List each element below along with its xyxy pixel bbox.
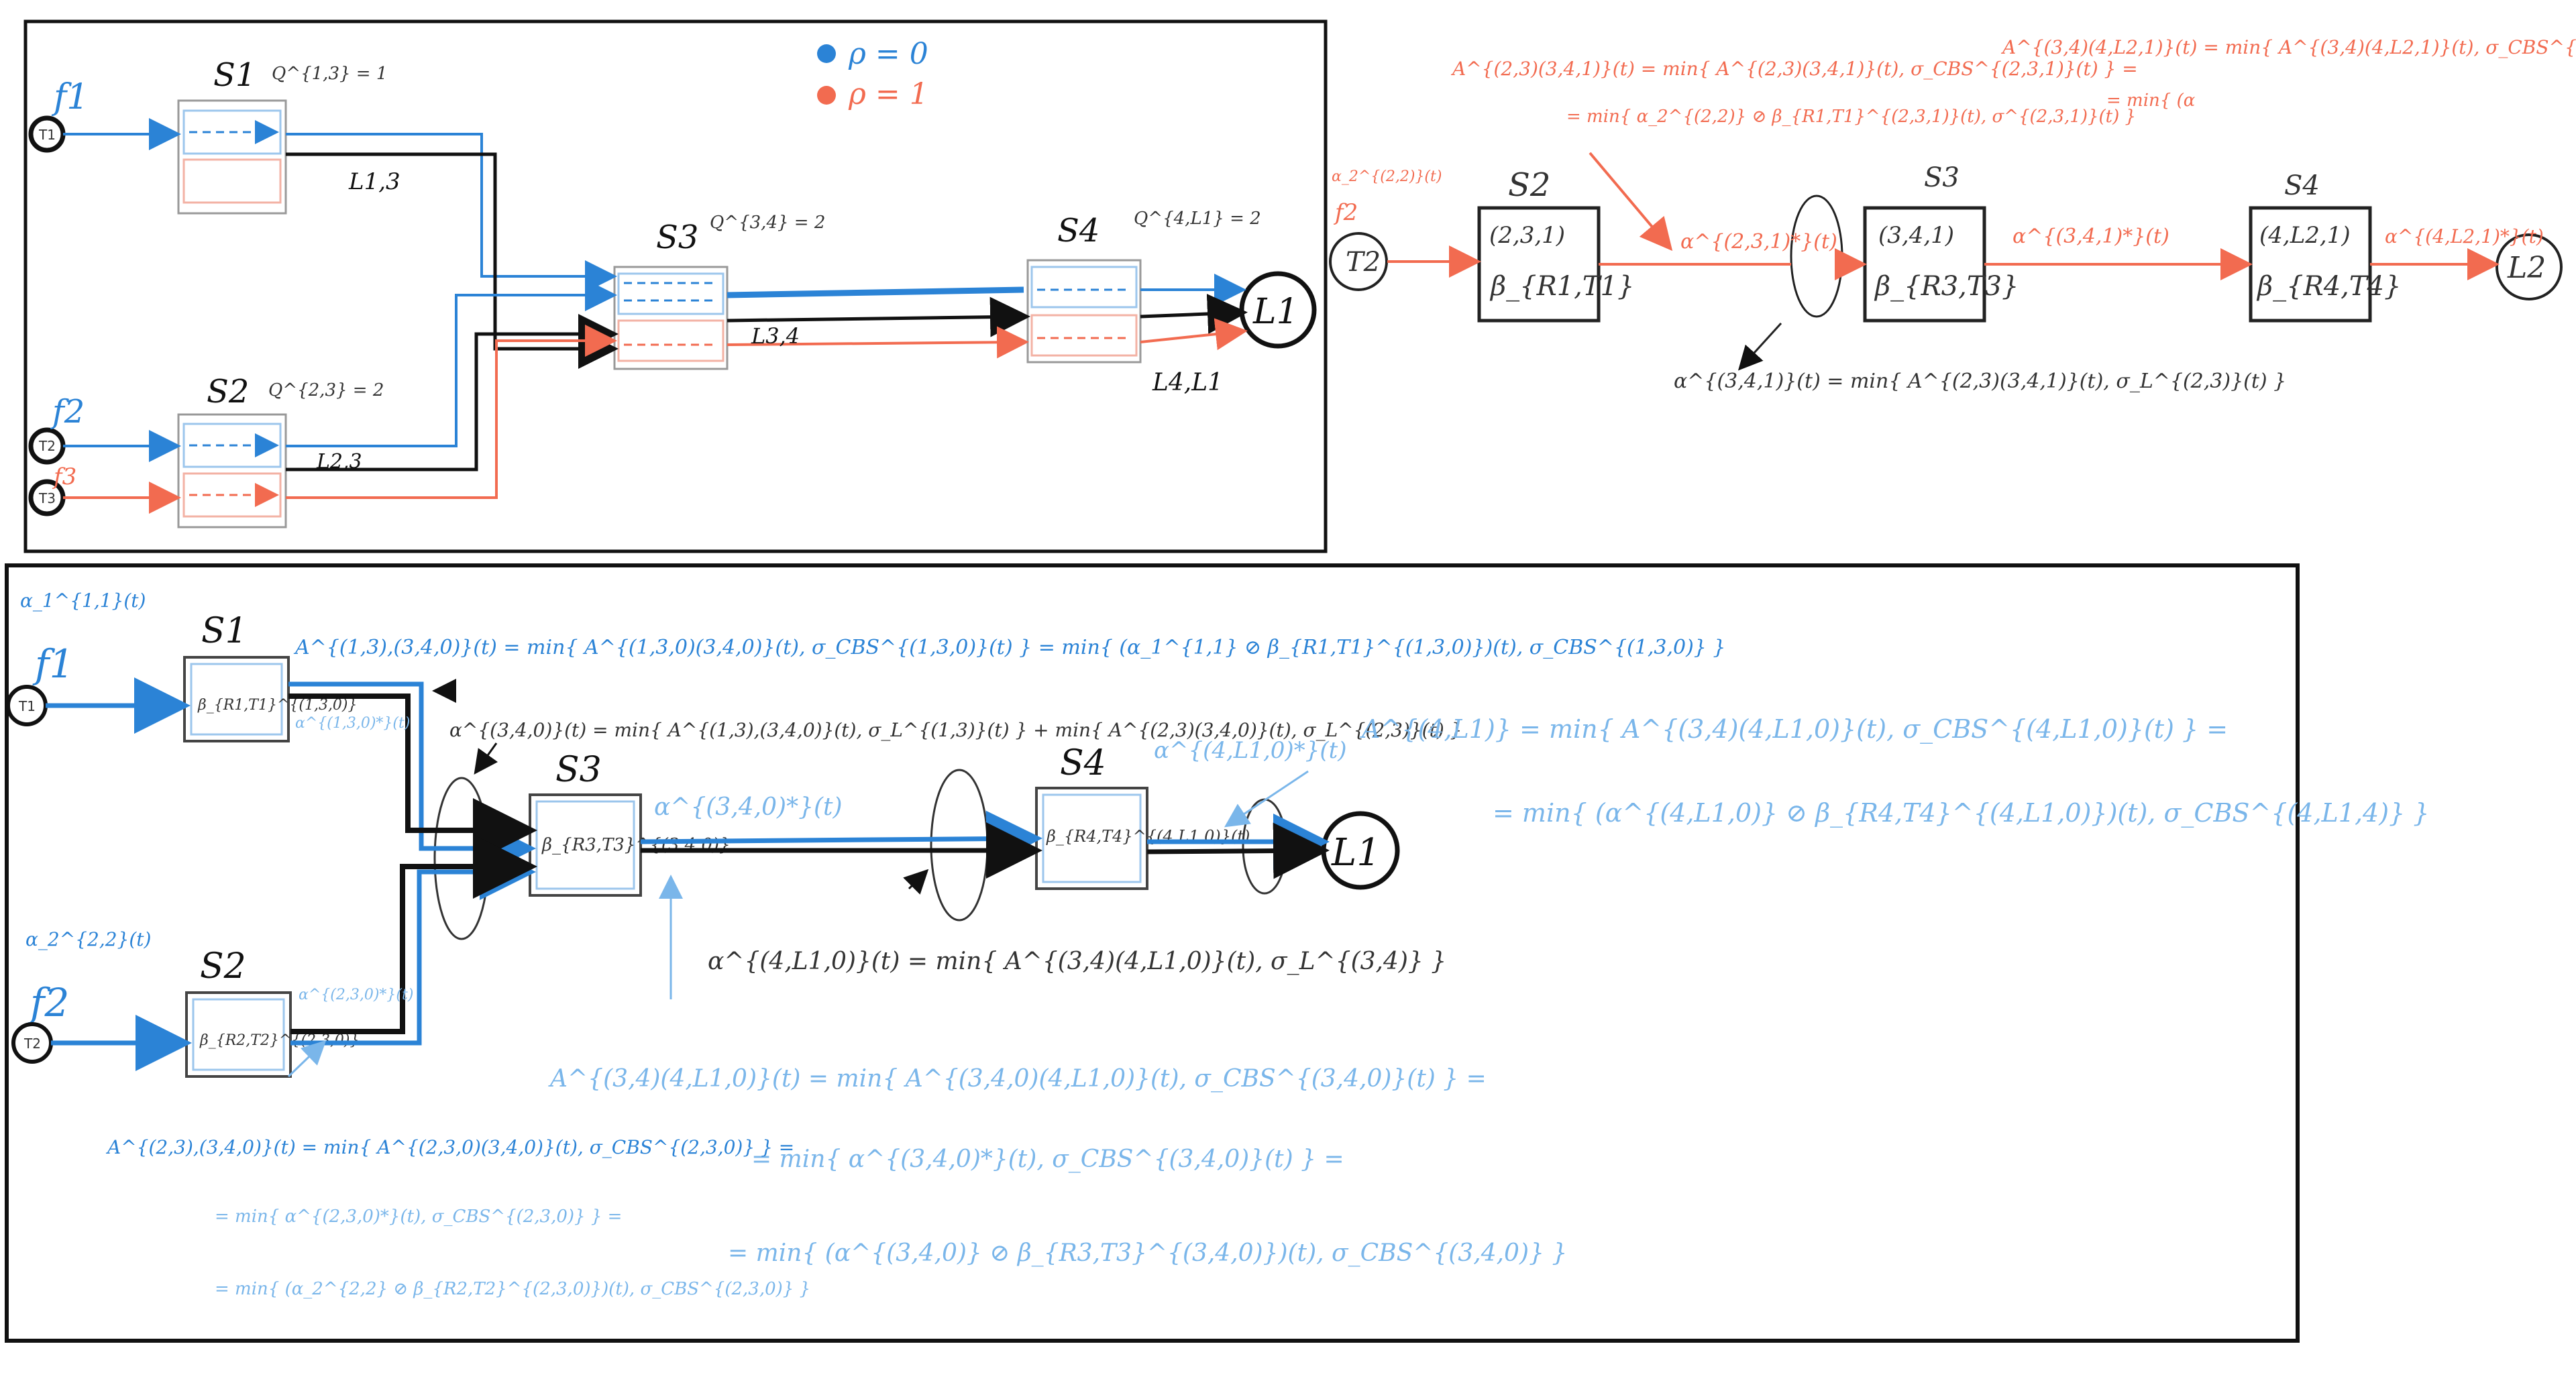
flow-f1-label: f1 xyxy=(51,77,89,117)
switch-s2-bottom: β_{R2,T2}^{(2,3,0)} xyxy=(185,991,360,1078)
links-red xyxy=(1387,152,2500,280)
svg-text:T1: T1 xyxy=(38,127,56,143)
s2-q: Q^{2,3} = 2 xyxy=(268,380,384,400)
s2-bottom-label: S2 xyxy=(200,946,246,987)
ellipse-l1-in xyxy=(1242,798,1287,895)
flow-f1-bottom: f1 xyxy=(32,641,74,687)
switch-s1 xyxy=(177,99,287,215)
source-t2: T2 xyxy=(28,427,66,465)
flow-f2-label-red: f2 xyxy=(1333,199,1358,226)
eq-A4L1-1: A^{(4,L1)} = min{ A^{(3,4)(4,L1,0)}(t), … xyxy=(1360,714,2228,744)
alpha-22: α_2^{2,2}(t) xyxy=(25,928,151,950)
formula-a34-4l21: A^{(3,4)(4,L2,1)}(t) = min{ A^{(3,4)(4,L… xyxy=(2000,36,2576,58)
eq-A4L1-2: = min{ (α^{(4,L1,0)} ⊘ β_{R4,T4}^{(4,L1,… xyxy=(1493,798,2429,828)
s3-label: S3 xyxy=(656,219,698,256)
s1-q: Q^{1,3} = 1 xyxy=(272,64,387,84)
eq-A23-2: = min{ α^{(2,3,0)*}(t), σ_CBS^{(2,3,0)} … xyxy=(215,1207,622,1227)
svg-text:L1: L1 xyxy=(1252,292,1299,332)
top-left-panel: ρ = 0 ρ = 1 T1 f1 T2 f2 T3 f3 S1 Q^{1,3}… xyxy=(23,19,1328,553)
svg-text:β_{R4,T4}: β_{R4,T4} xyxy=(2256,271,2401,302)
link-l13-label: L1,3 xyxy=(348,168,400,195)
switch-s2-red: (2,3,1) β_{R1,T1} xyxy=(1477,206,1634,323)
formula-alpha-341: α^{(3,4,1)}(t) = min{ A^{(2,3)(3,4,1)}(t… xyxy=(1674,370,2286,393)
alpha-in-f2: α_2^{(2,2)}(t) xyxy=(1332,168,1442,185)
svg-text:β_{R1,T1}: β_{R1,T1} xyxy=(1489,271,1634,302)
source-t1: T1 xyxy=(28,115,66,153)
bottom-panel: α_1^{1,1}(t) f1 T1 α_2^{2,2}(t) f2 T2 β_… xyxy=(5,563,2429,1343)
svg-text:T2: T2 xyxy=(1346,247,1381,278)
s4-label: S4 xyxy=(1057,212,1099,249)
svg-text:β_{R3,T3}: β_{R3,T3} xyxy=(1874,271,2019,302)
switch-s4 xyxy=(1026,259,1142,364)
eq-A34-3: = min{ (α^{(3,4,0)} ⊘ β_{R3,T3}^{(3,4,0)… xyxy=(728,1239,1567,1267)
svg-text:L1: L1 xyxy=(1331,831,1381,875)
formula-a34-4l21-b: = min{ (α xyxy=(2106,91,2196,111)
eq-A23-1: A^{(2,3),(3,4,0)}(t) = min{ A^{(2,3,0)(3… xyxy=(105,1136,794,1158)
legend-red-label: ρ = 1 xyxy=(848,77,928,111)
eq-alpha340: α^{(3,4,0)}(t) = min{ A^{(1,3),(3,4,0)}(… xyxy=(449,719,1462,741)
s3-red-label: S3 xyxy=(1924,162,1960,193)
legend-blue-dot xyxy=(817,44,836,63)
source-t2-red: T2 xyxy=(1329,232,1388,291)
alpha-341-star: α^{(3,4,1)*}(t) xyxy=(2012,225,2169,248)
sink-l1-bottom: L1 xyxy=(1321,811,1400,890)
alpha-4l10-star: α^{(4,L1,0)*}(t) xyxy=(1154,737,1347,764)
alpha-130-star: α^{(1,3,0)*}(t) xyxy=(295,715,410,732)
s1-bottom-label: S1 xyxy=(201,611,248,651)
s4-q: Q^{4,L1} = 2 xyxy=(1134,209,1261,229)
switch-s3 xyxy=(613,266,729,370)
s4-red-label: S4 xyxy=(2284,170,2320,201)
legend-blue-label: ρ = 0 xyxy=(848,37,928,71)
svg-text:L2: L2 xyxy=(2507,251,2546,285)
ellipse-s3-in xyxy=(433,777,490,940)
alpha-11: α_1^{1,1}(t) xyxy=(20,590,146,612)
eq-A34-2: = min{ α^{(3,4,0)*}(t), σ_CBS^{(3,4,0)}(… xyxy=(751,1146,1344,1173)
link-l4l1-label: L4,L1 xyxy=(1152,369,1223,396)
links-top-left xyxy=(63,118,1248,514)
eq-A13: A^{(1,3),(3,4,0)}(t) = min{ A^{(1,3,0)(3… xyxy=(293,636,1726,659)
link-l34-label: L3,4 xyxy=(751,323,800,349)
eq-alpha4L10: α^{(4,L1,0)}(t) = min{ A^{(3,4)(4,L1,0)}… xyxy=(708,948,1446,975)
formula-a23-341-b: = min{ α_2^{(2,2)} ⊘ β_{R1,T1}^{(2,3,1)}… xyxy=(1566,107,2136,127)
svg-text:(2,3,1): (2,3,1) xyxy=(1489,222,1565,249)
aggregation-ellipse-red xyxy=(1790,195,1843,318)
alpha-230-star: α^{(2,3,0)*}(t) xyxy=(299,987,413,1003)
s2-label: S2 xyxy=(207,373,249,410)
svg-text:(4,L2,1): (4,L2,1) xyxy=(2259,222,2351,249)
source-t2-bottom: T2 xyxy=(11,1022,53,1064)
source-t1-bottom: T1 xyxy=(6,685,48,726)
svg-text:T2: T2 xyxy=(38,438,56,454)
svg-text:(3,4,1): (3,4,1) xyxy=(1878,222,1954,249)
legend-red-dot xyxy=(817,86,836,105)
flow-f3-label: f3 xyxy=(52,463,76,490)
eq-A34-1: A^{(3,4)(4,L1,0)}(t) = min{ A^{(3,4,0)(4… xyxy=(548,1065,1487,1093)
ellipse-s4-in xyxy=(930,769,989,922)
switch-s2 xyxy=(177,413,287,529)
sink-l1: L1 xyxy=(1239,271,1317,349)
alpha-4l21-star: α^{(4,L2,1)*}(t) xyxy=(2385,225,2544,247)
svg-text:T1: T1 xyxy=(18,698,36,714)
s4-bottom-label: S4 xyxy=(1060,743,1106,783)
s3-q: Q^{3,4} = 2 xyxy=(710,213,825,233)
s2-red-label: S2 xyxy=(1508,166,1550,204)
svg-text:β_{R1,T1}^{(1,3,0)}: β_{R1,T1}^{(1,3,0)} xyxy=(197,697,358,714)
alpha-231-star: α^{(2,3,1)*}(t) xyxy=(1680,230,1837,254)
alpha-340-star: α^{(3,4,0)*}(t) xyxy=(654,793,843,821)
s1-label: S1 xyxy=(213,56,256,94)
eq-A23-3: = min{ (α_2^{2,2} ⊘ β_{R2,T2}^{(2,3,0)})… xyxy=(215,1279,810,1299)
legend: ρ = 0 ρ = 1 xyxy=(817,37,928,111)
switch-s4-red: (4,L2,1) β_{R4,T4} xyxy=(2249,206,2401,323)
switch-s4-bottom: β_{R4,T4}^{(4,L1,0)}(t) xyxy=(1035,787,1250,890)
s3-bottom-label: S3 xyxy=(555,750,602,790)
svg-text:T3: T3 xyxy=(38,490,56,506)
links-bottom xyxy=(46,677,1330,1078)
top-right-diagram: A^{(2,3)(3,4,1)}(t) = min{ A^{(2,3)(3,4,… xyxy=(1329,36,2576,393)
svg-text:T2: T2 xyxy=(23,1036,41,1052)
flow-f2-label: f2 xyxy=(50,393,85,431)
link-l23-label: L2,3 xyxy=(316,450,362,474)
flow-f2-bottom: f2 xyxy=(28,980,69,1025)
formula-a23-341: A^{(2,3)(3,4,1)}(t) = min{ A^{(2,3)(3,4,… xyxy=(1450,58,2138,80)
